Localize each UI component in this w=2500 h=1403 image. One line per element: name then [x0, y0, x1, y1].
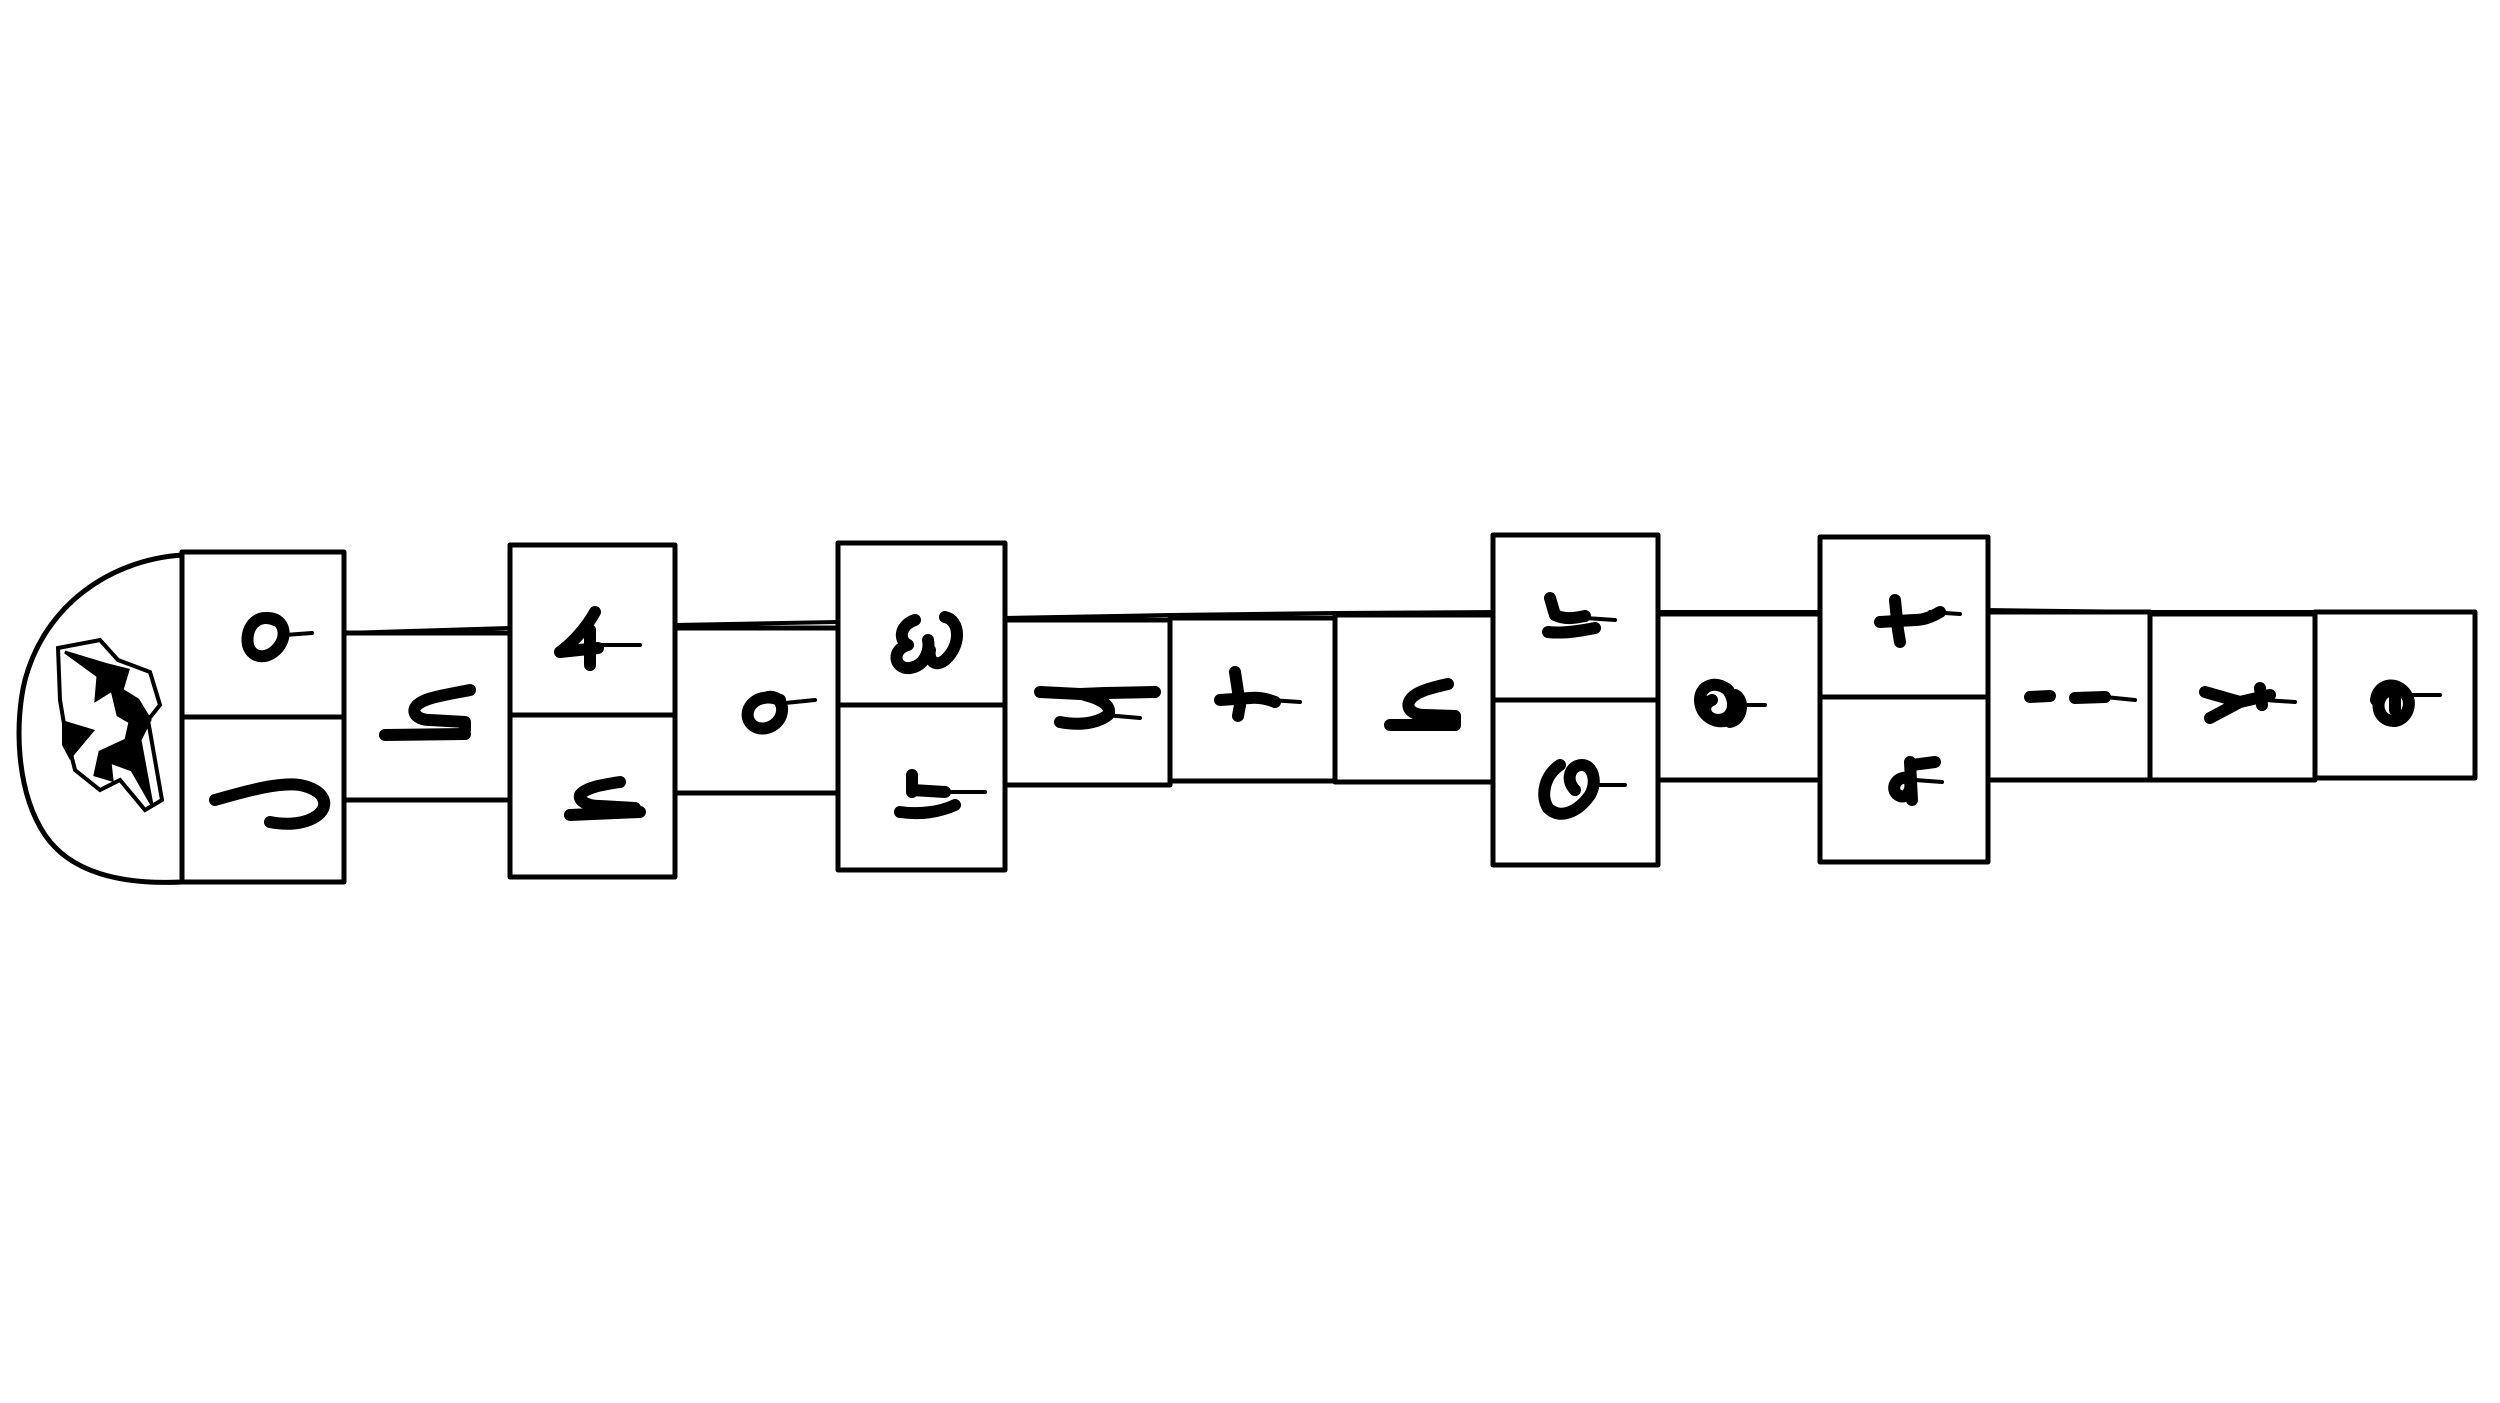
squiggle-glyph-icon	[209, 778, 331, 830]
squiggle-glyph-icon	[1888, 756, 1944, 806]
squiggle-glyph-icon	[241, 612, 314, 663]
squiggle-glyph-icon	[1538, 759, 1627, 820]
squiggle-glyph-icon	[1874, 594, 1962, 648]
cell-4	[672, 625, 841, 796]
glyphs	[209, 592, 2442, 830]
squiggle-glyph-icon	[1542, 592, 1617, 639]
cell-5-top	[835, 540, 1008, 708]
squiggle-glyph-icon	[564, 776, 646, 821]
squiggle-glyph-icon	[1034, 686, 1161, 730]
end-cap	[16, 552, 185, 885]
squiggle-glyph-icon	[554, 606, 642, 671]
squiggle-glyph-icon	[894, 769, 987, 820]
squiggle-glyph-icon	[2024, 690, 2137, 704]
cell-3-bottom	[507, 712, 678, 880]
cell-6	[1002, 617, 1173, 788]
squiggle-glyph-icon	[1694, 678, 1767, 728]
squiggle-glyph-icon	[741, 690, 817, 735]
cells	[179, 532, 2478, 885]
cell-12	[1985, 609, 2153, 783]
squiggle-glyph-icon	[2199, 682, 2297, 724]
squiggle-glyph-icon	[1384, 678, 1461, 731]
squiggle-glyph-icon	[890, 611, 963, 675]
squiggle-glyph-icon	[379, 684, 476, 741]
scribble-emblem-icon	[55, 637, 165, 813]
cell-1-top	[179, 549, 347, 720]
squiggle-glyph-icon	[2370, 679, 2442, 727]
squiggle-glyph-icon	[1214, 666, 1302, 722]
